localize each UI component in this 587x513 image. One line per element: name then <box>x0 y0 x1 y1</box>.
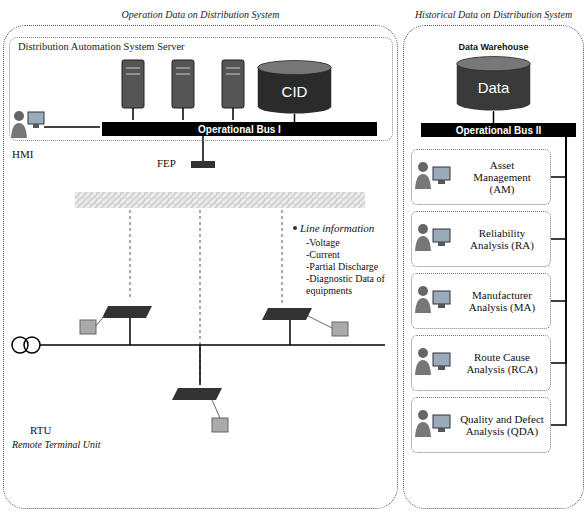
node-label: CID <box>282 75 308 100</box>
annotation-label: Remote Terminal Unit <box>12 439 132 451</box>
hmi-operator-icon <box>11 111 100 138</box>
analysis-box: Asset Management (AM) <box>411 149 551 205</box>
database-cylinder: Data WarehouseData <box>456 56 531 111</box>
annotation-label: -Voltage <box>306 237 394 249</box>
annotation-label: HMI <box>12 148 52 160</box>
annotation-label: Line information <box>300 222 395 234</box>
analyst-icons <box>415 162 450 437</box>
bus-bar: Operational Bus II <box>421 123 576 137</box>
bus-connector <box>551 137 566 239</box>
bus-connector <box>551 137 566 301</box>
node-label: Route Cause Analysis (RCA) <box>460 351 544 375</box>
node-heading: Data Warehouse <box>436 42 551 52</box>
bus-connector <box>294 114 296 122</box>
rtu-devices <box>80 306 348 432</box>
bullet <box>293 226 297 230</box>
server-group: Distribution Automation System ServerCID… <box>9 37 393 141</box>
node-heading: FEP <box>157 157 176 169</box>
node-label: Operational Bus II <box>456 125 542 136</box>
annotation-label: -Partial Discharge <box>306 261 394 273</box>
node-label: Operational Bus I <box>198 124 281 135</box>
annotation-label: -Current <box>306 249 394 261</box>
node-label: Quality and Defect Analysis (QDA) <box>460 413 544 437</box>
node-label: Reliability Analysis (RA) <box>460 227 544 251</box>
bus-connector <box>551 137 566 363</box>
bus-connector <box>493 111 495 123</box>
annotation-label: -Diagnostic Data of equipments <box>306 273 394 297</box>
node-label: Manufacturer Analysis (MA) <box>460 289 544 313</box>
bus-connector <box>202 136 204 161</box>
distribution-line <box>12 318 385 385</box>
bus-connector <box>551 137 566 177</box>
bus-bar: Operational Bus I <box>102 122 377 136</box>
database-cylinder: CID <box>257 60 332 114</box>
system-panel: Historical Data on Distribution SystemDa… <box>403 25 584 509</box>
analysis-box: Quality and Defect Analysis (QDA) <box>411 397 551 453</box>
node-label: Data <box>478 71 510 96</box>
node-heading: Operation Data on Distribution System <box>8 9 393 20</box>
node-heading: Historical Data on Distribution System <box>408 9 579 20</box>
annotation-label: RTU <box>30 424 90 436</box>
analysis-box: Manufacturer Analysis (MA) <box>411 273 551 329</box>
node-label: Asset Management (AM) <box>460 159 544 195</box>
server-icons <box>122 60 244 120</box>
node-heading: Distribution Automation System Server <box>18 41 185 52</box>
analysis-box: Route Cause Analysis (RCA) <box>411 335 551 391</box>
network-band <box>75 192 365 208</box>
comm-links <box>130 210 282 382</box>
fep-unit: FEP <box>191 161 215 168</box>
bus-connector <box>551 137 566 425</box>
analysis-box: Reliability Analysis (RA) <box>411 211 551 267</box>
